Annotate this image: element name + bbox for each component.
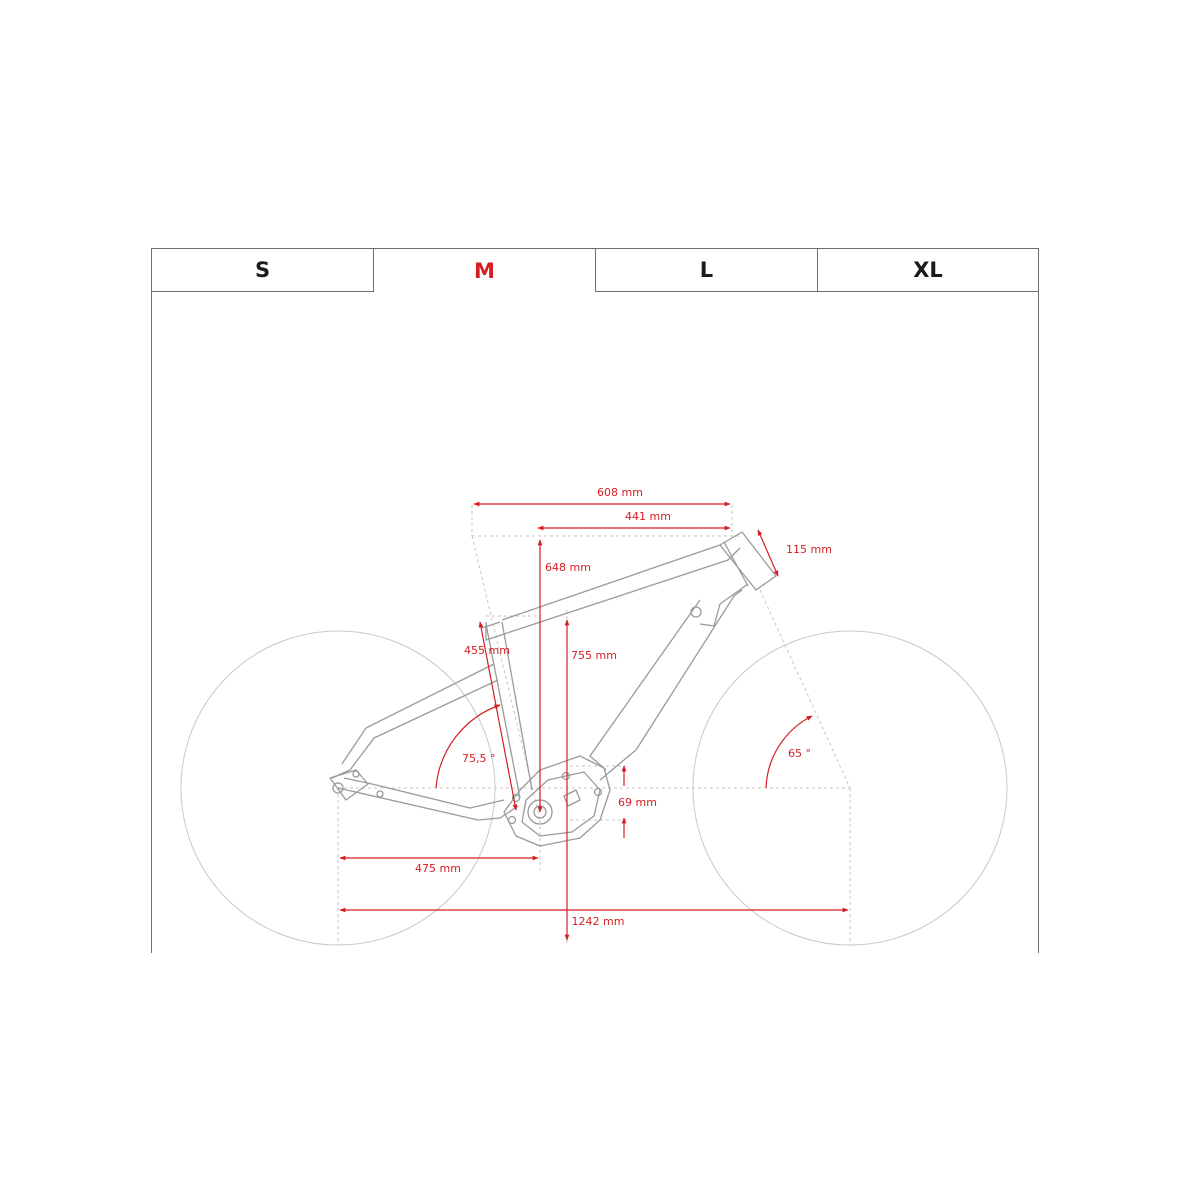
chainstay-label: 475 mm — [415, 862, 461, 875]
seat-angle-arc — [435, 704, 501, 789]
reach-label: 608 mm — [597, 486, 643, 499]
geometry-panel — [151, 248, 1039, 953]
tab-size-xl[interactable]: XL — [817, 248, 1039, 292]
tab-size-l[interactable]: L — [595, 248, 818, 292]
head-tube-label: 115 mm — [786, 543, 832, 556]
dimension-lines — [339, 501, 849, 941]
bb-drop-label: 69 mm — [618, 796, 657, 809]
seat-angle-label: 75,5 ° — [462, 752, 496, 765]
head-angle-label: 65 ° — [788, 747, 811, 760]
seat-tube-dim-line — [478, 621, 518, 811]
head-angle-arc — [765, 715, 813, 789]
size-tabs: S M L XL — [151, 248, 1039, 292]
top-tube-label: 441 mm — [625, 510, 671, 523]
standover-label: 755 mm — [571, 649, 617, 662]
stack-label: 648 mm — [545, 561, 591, 574]
bike-frame — [329, 531, 777, 847]
tab-size-s[interactable]: S — [151, 248, 374, 292]
wheelbase-label: 1242 mm — [572, 915, 625, 928]
head-tube-dim-line — [757, 529, 779, 577]
seat-tube-label: 455 mm — [464, 644, 510, 657]
construction-lines — [337, 505, 851, 945]
